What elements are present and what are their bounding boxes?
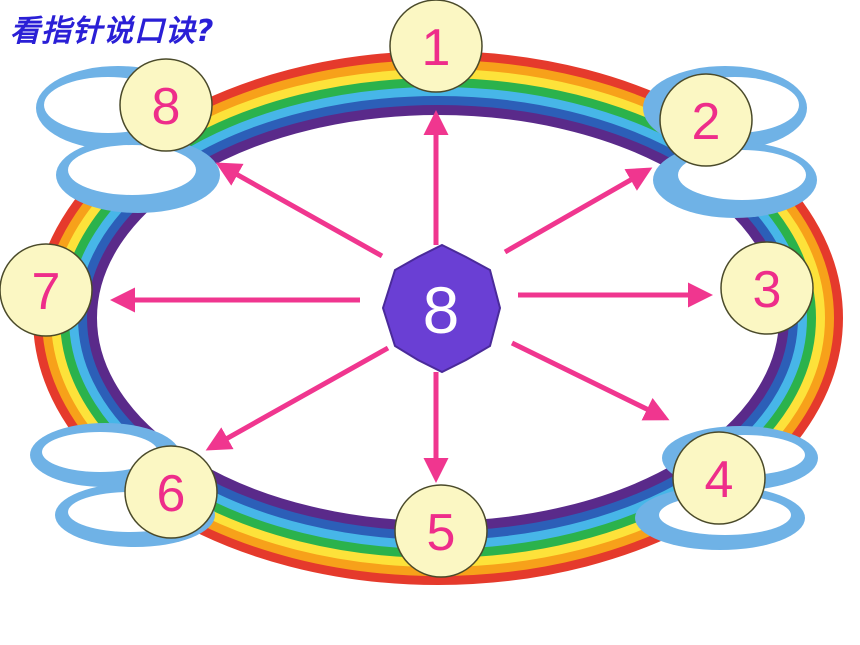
- outer-circle-2: 2: [659, 73, 753, 167]
- outer-number-1: 1: [422, 19, 451, 77]
- arrows: [110, 110, 713, 483]
- center-number: 8: [423, 273, 460, 347]
- outer-circle-6: 6: [124, 445, 218, 539]
- center-star: [381, 243, 502, 374]
- arrow-to-4: [510, 340, 670, 421]
- outer-number-7: 7: [32, 263, 61, 321]
- arrow-to-8: [215, 162, 384, 259]
- outer-circle-1: 1: [389, 0, 483, 93]
- outer-circle-7: 7: [0, 243, 93, 337]
- arrow-to-2: [503, 167, 653, 255]
- outer-number-8: 8: [152, 78, 181, 136]
- outer-number-6: 6: [157, 465, 186, 523]
- outer-circle-4: 4: [672, 431, 766, 525]
- outer-circle-3: 3: [720, 241, 814, 335]
- outer-number-2: 2: [692, 93, 721, 151]
- slide-title: 看指针说口诀?: [10, 14, 215, 49]
- outer-circle-8: 8: [119, 58, 213, 152]
- arrow-to-6: [205, 345, 390, 451]
- center-badge: 8: [381, 243, 502, 374]
- outer-number-3: 3: [753, 261, 782, 319]
- outer-circle-5: 5: [394, 484, 488, 578]
- outer-number-4: 4: [705, 451, 734, 509]
- outer-number-5: 5: [427, 504, 456, 562]
